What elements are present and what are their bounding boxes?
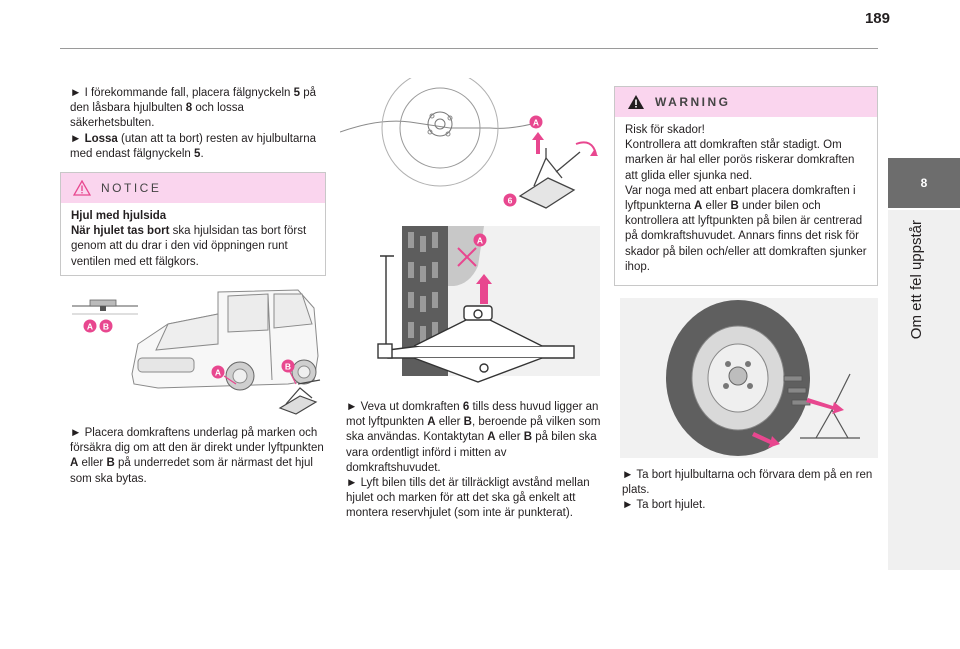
jack-under-car-illustration: A 6 — [340, 78, 598, 209]
ref-a: A — [70, 457, 79, 470]
text: tills dess huvud ligger an mot lyftpunkt… — [346, 401, 599, 429]
warning-line-3: Var noga med att enbart placera domkraft… — [625, 184, 867, 275]
bullet: ► — [346, 477, 358, 490]
bullet: ► — [70, 132, 82, 145]
ref-5: 5 — [194, 147, 201, 160]
pointer-b — [289, 371, 297, 385]
label-a: A — [83, 319, 97, 333]
ref-b: B — [463, 416, 472, 429]
text: Lyft bilen tills det är tillräckligt avs… — [346, 477, 590, 520]
bullet: ► — [346, 401, 358, 413]
warning-header: WARNING — [615, 87, 877, 117]
text: på underredet som är närmast det hjul so… — [70, 457, 313, 485]
warning-box: WARNING Risk för skador! Kontrollera att… — [614, 86, 878, 286]
text: Ta bort hjulbultarna och förvara dem på … — [622, 469, 873, 497]
svg-text:A: A — [533, 118, 539, 128]
svg-text:A: A — [477, 236, 483, 246]
svg-text:6: 6 — [508, 196, 513, 206]
ref-b: B — [106, 457, 115, 470]
label-a: A — [529, 115, 543, 129]
notice-label: NOTICE — [101, 181, 162, 195]
warning-line-2: Kontrollera att domkraften står stadigt.… — [625, 139, 855, 182]
text: . — [200, 147, 204, 160]
text: (utan att ta bort) resten av hjulbultarn… — [70, 132, 316, 160]
chapter-number: 8 — [920, 176, 928, 190]
tyre — [666, 300, 810, 456]
col3-paragraph-1: ► Ta bort hjulbultarna och förvara dem p… — [622, 468, 876, 514]
label-b-van: B — [281, 359, 295, 373]
text: , beroende på vilken som ska användas. K… — [346, 416, 601, 444]
warning-body: Risk för skador! Kontrollera att domkraf… — [615, 117, 877, 283]
ref-8: 8 — [185, 102, 193, 115]
wrong-mark — [457, 247, 477, 267]
ref-b: B — [523, 431, 533, 444]
bullet: ► — [70, 427, 82, 439]
notice-header: NOTICE — [61, 173, 325, 203]
text: Var noga med att enbart placera domkraft… — [625, 184, 856, 213]
notice-title: Hjul med hjulsida — [71, 210, 167, 222]
warning-line-1: Risk för skador! — [625, 124, 705, 136]
wheel-removal-illustration — [620, 298, 878, 458]
svg-text:B: B — [103, 322, 109, 332]
bullet: ► — [622, 499, 634, 512]
ref-a: A — [427, 416, 436, 429]
ref-a: A — [694, 200, 703, 213]
lift-arrow — [476, 274, 492, 304]
text: eller — [78, 457, 107, 470]
text: I förekommande fall, placera fälgnyckeln — [81, 87, 294, 99]
svg-text:A: A — [87, 322, 93, 332]
svg-text:B: B — [285, 362, 291, 372]
jack-point-inset — [72, 299, 138, 315]
bullet: ► — [622, 469, 634, 481]
ref-a: A — [487, 431, 496, 444]
ref-5: 5 — [293, 87, 301, 99]
notice-bold: När hjulet tas bort — [71, 225, 170, 238]
text: Ta bort hjulet. — [633, 499, 706, 512]
label-a-van: A — [211, 365, 225, 379]
text: och lossa säkerhetsbulten. — [70, 102, 244, 130]
text: eller — [702, 200, 731, 213]
chapter-title: Om ett fel uppstår — [908, 220, 925, 340]
svg-text:A: A — [215, 368, 221, 378]
notice-text: ska hjulsidan tas bort först genom att d… — [71, 225, 307, 268]
text: på den låsbara hjulbulten — [70, 87, 317, 115]
jack-scissor — [377, 255, 575, 383]
col2-paragraph-1: ► Veva ut domkraften 6 tills dess huvud … — [346, 400, 604, 522]
notice-box: NOTICE Hjul med hjulsida När hjulet tas … — [60, 172, 326, 276]
header-rule — [60, 48, 878, 49]
label-a: A — [473, 233, 487, 247]
van-illustration: A B A B — [72, 289, 321, 415]
text: eller — [495, 431, 524, 444]
jack-detail-illustration: A — [377, 226, 600, 383]
chapter-tab[interactable]: 8 — [888, 158, 960, 208]
caution-triangle-outline-icon — [73, 180, 91, 196]
chapter-strip — [888, 210, 960, 570]
lift-arrow — [532, 132, 544, 154]
text: Placera domkraftens underlag på marken o… — [70, 427, 324, 455]
jack-drawing — [518, 141, 598, 209]
col1-paragraph-2: ► Placera domkraftens underlag på marken… — [70, 426, 328, 487]
bold-lossa: Lossa — [81, 132, 118, 145]
text: eller — [435, 416, 464, 429]
text: Veva ut domkraften — [357, 401, 463, 413]
wheel-bolts — [783, 375, 811, 406]
ref-b: B — [730, 200, 739, 213]
warning-triangle-filled-icon — [628, 95, 644, 109]
page-number: 189 — [864, 10, 890, 27]
text: på bilen ska vara ordentligt införd i mi… — [346, 431, 597, 474]
van-body — [131, 289, 319, 391]
warning-label: WARNING — [655, 95, 731, 109]
notice-body: Hjul med hjulsida När hjulet tas bort sk… — [61, 203, 325, 278]
label-b: B — [99, 319, 113, 333]
wheel-drawing — [340, 78, 541, 187]
text: under bilen och kontrollera att lyftpunk… — [625, 200, 867, 273]
col1-paragraph-1: ► I förekommande fall, placera fälgnycke… — [70, 86, 328, 162]
jack-drawing — [278, 379, 321, 415]
ref-6: 6 — [462, 401, 470, 413]
wheel-removal-arrow — [752, 432, 780, 448]
bolt-removal-arrow — [806, 398, 844, 414]
label-6: 6 — [503, 193, 517, 207]
pointer-a — [223, 375, 237, 385]
bullet: ► — [70, 87, 82, 99]
